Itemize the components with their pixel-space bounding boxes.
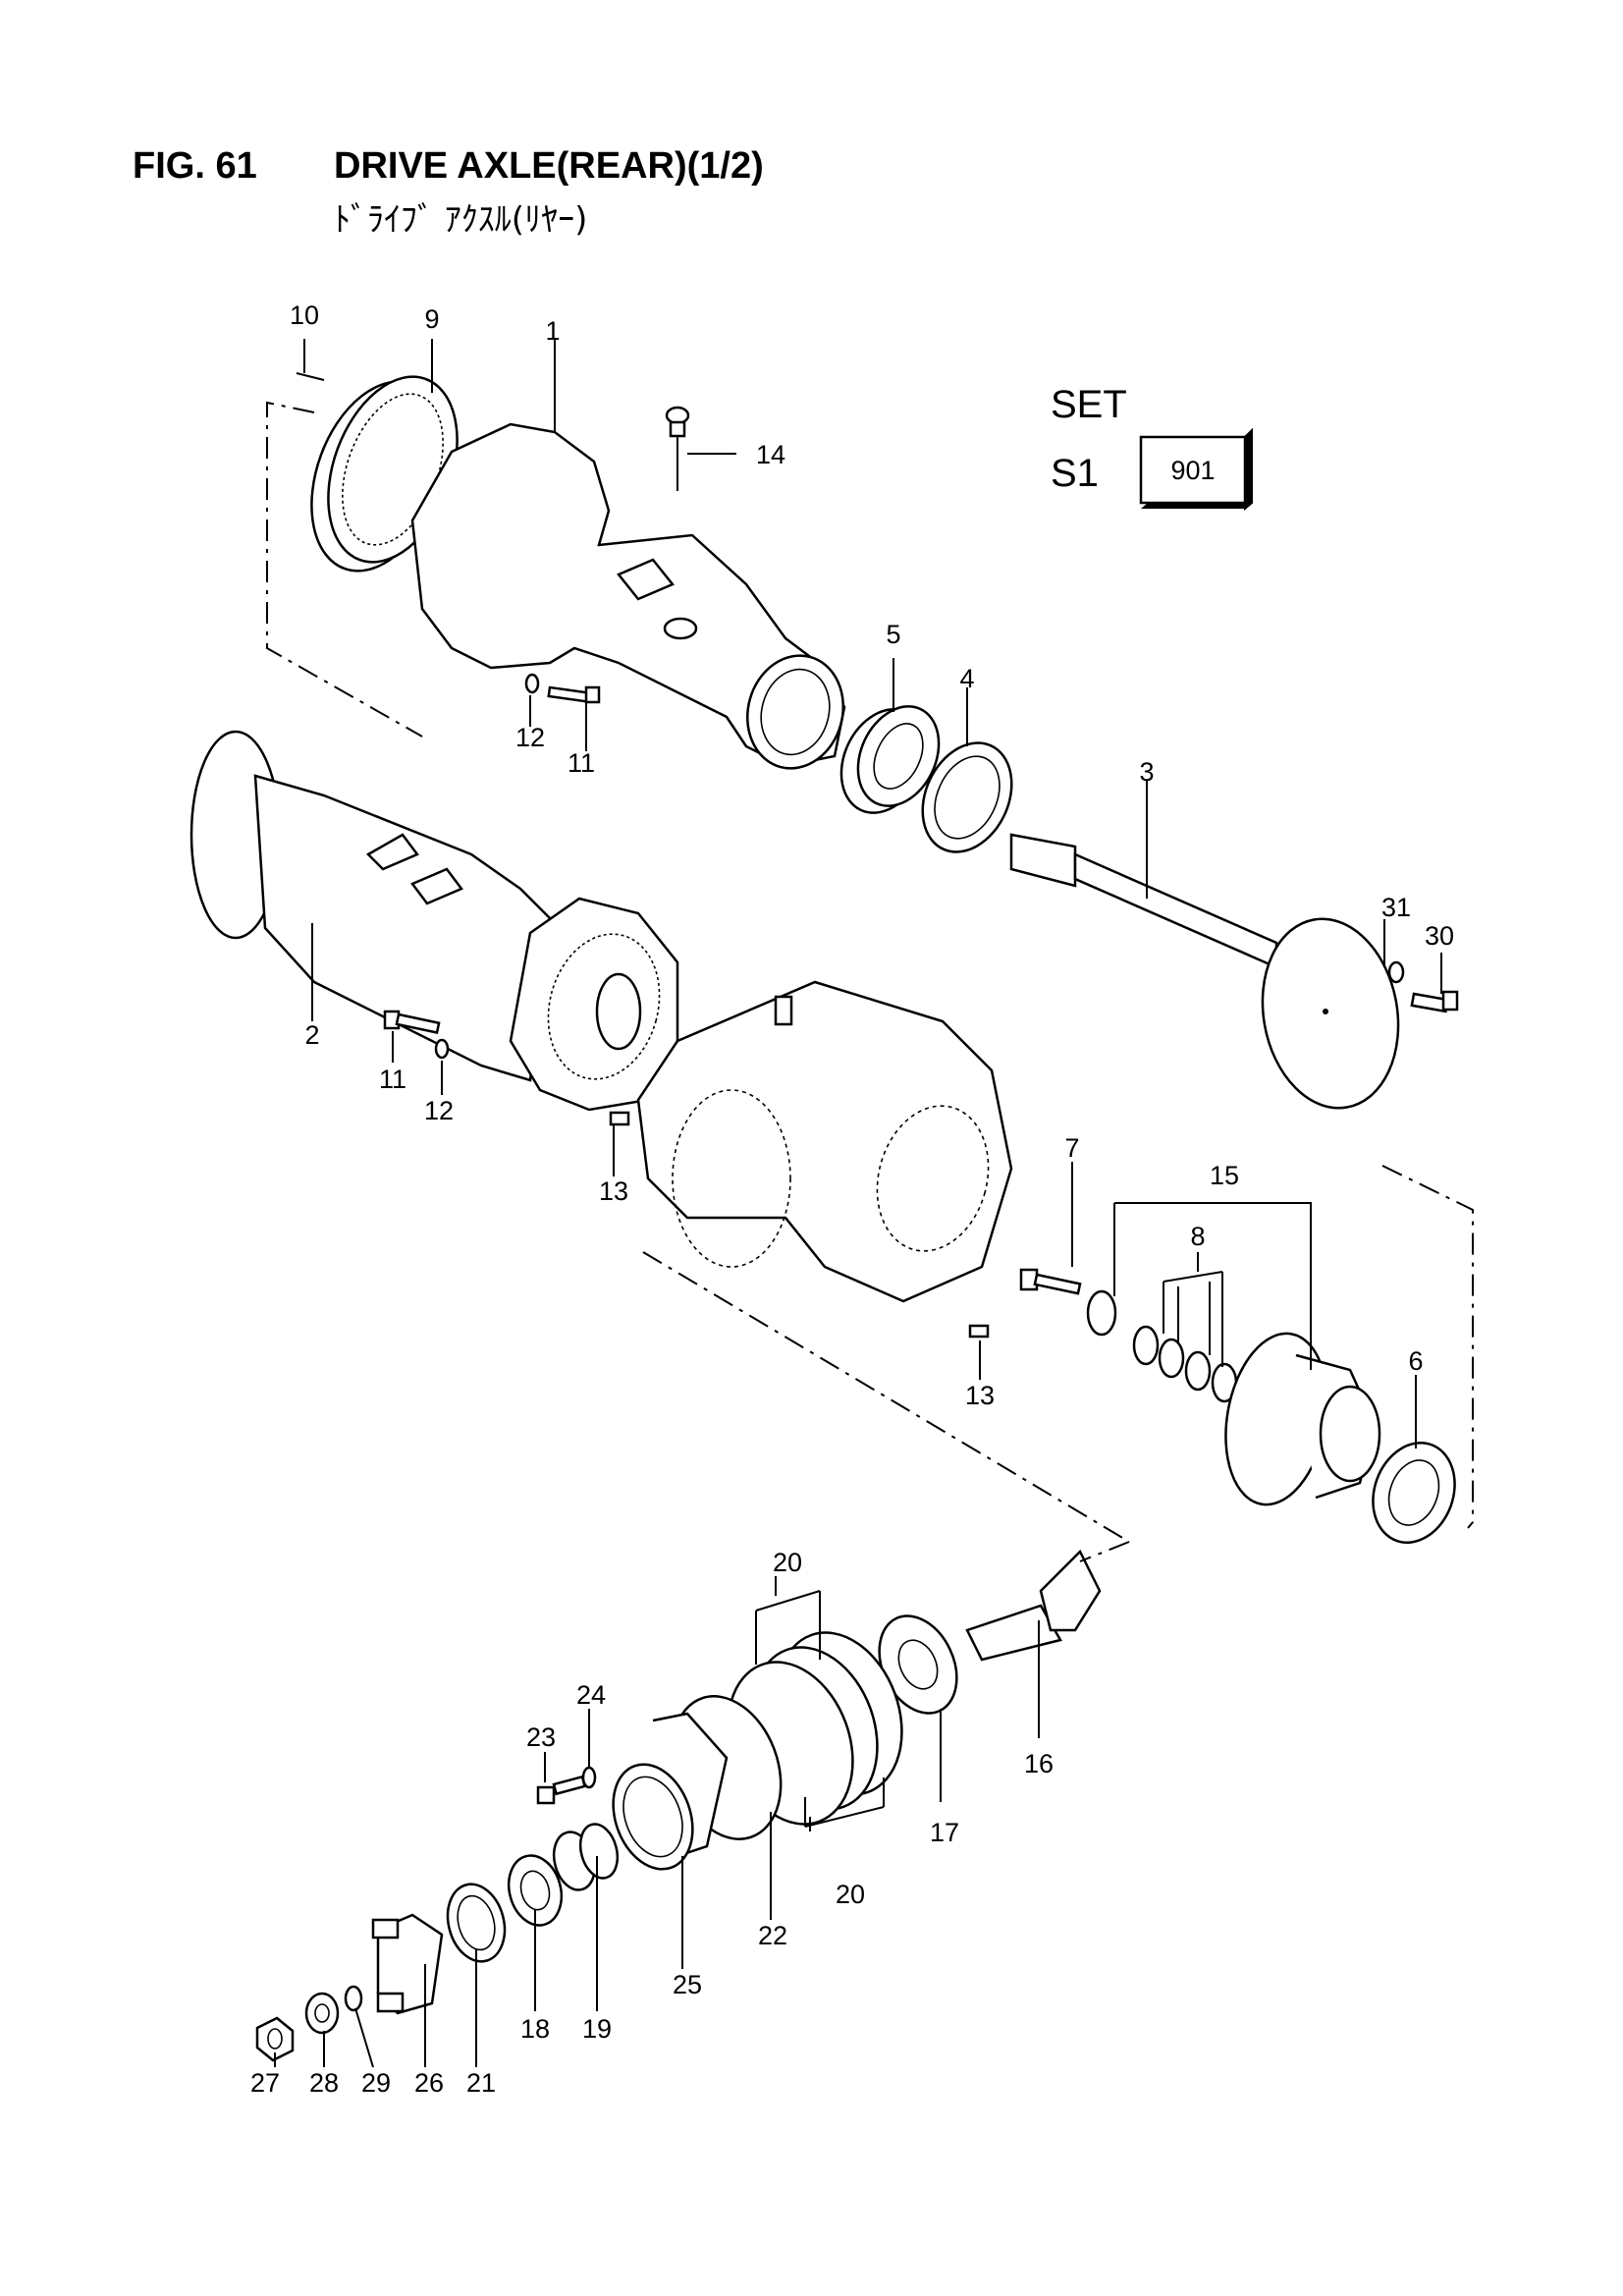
differential-case-15-part xyxy=(1224,1332,1381,1506)
bolt-7-part xyxy=(1019,1268,1082,1295)
part-label: 13 xyxy=(599,1176,628,1206)
part-label: 26 xyxy=(414,2068,444,2098)
part-label: 2 xyxy=(304,1020,319,1050)
part-label: 1 xyxy=(545,316,560,346)
cage-22-25-part xyxy=(612,1695,783,1871)
part-label: 5 xyxy=(886,620,900,649)
bearing-18-part xyxy=(507,1854,564,1927)
bolt-30-part xyxy=(1410,990,1459,1013)
bolt-washer-lower xyxy=(383,1010,450,1060)
part-label: 12 xyxy=(424,1096,454,1125)
part-label: 18 xyxy=(520,2014,550,2044)
bearing-6-part xyxy=(1372,1442,1456,1544)
part-label: 21 xyxy=(466,2068,496,2098)
part-label: 22 xyxy=(758,1921,787,1950)
axle-housing-lower-part xyxy=(189,730,679,1112)
part-label: 25 xyxy=(673,1970,702,1999)
washer-15-part xyxy=(1086,1289,1117,1337)
part-label: 14 xyxy=(756,440,785,469)
pinion-16-part xyxy=(965,1549,1102,1662)
figure-subtitle: ﾄﾞﾗｲﾌﾞ ｱｸｽﾙ(ﾘﾔｰ) xyxy=(334,200,588,240)
part-label: 6 xyxy=(1408,1346,1423,1376)
set-code: S1 xyxy=(1051,452,1099,495)
nut-27-part xyxy=(255,2016,295,2062)
part-label: 31 xyxy=(1381,893,1411,922)
part-label: 29 xyxy=(361,2068,391,2098)
part-label: 20 xyxy=(773,1548,802,1577)
set-box: SET S1 901 xyxy=(1051,383,1253,512)
part-label: 11 xyxy=(568,748,595,778)
set-label: SET xyxy=(1051,383,1127,426)
part-label: 27 xyxy=(250,2068,280,2098)
figure-number: FIG. 61 xyxy=(133,145,257,187)
seal-21-part xyxy=(446,1883,507,1963)
part-label: 28 xyxy=(309,2068,339,2098)
differential-carrier-part xyxy=(636,980,1013,1303)
part-label: 19 xyxy=(582,2014,612,2044)
part-label: 16 xyxy=(1024,1749,1054,1778)
alignment-lines xyxy=(266,401,1474,1562)
part-label: 20 xyxy=(836,1880,865,1909)
seal-4-part xyxy=(921,741,1013,853)
part-number-labels: 10 9 1 14 12 11 5 4 3 31 30 2 11 12 13 7… xyxy=(250,301,1454,2098)
part-label: 8 xyxy=(1190,1222,1205,1251)
part-label: 3 xyxy=(1139,757,1154,787)
breather-part xyxy=(665,406,690,491)
flange-yoke-26-part xyxy=(371,1913,444,2015)
part-label: 13 xyxy=(965,1381,995,1410)
o-ring-29-part xyxy=(344,1985,363,2012)
part-label: 30 xyxy=(1425,921,1454,951)
part-label: 10 xyxy=(290,301,319,330)
part-label: 12 xyxy=(515,723,545,752)
bearing-5-part xyxy=(839,705,941,814)
set-number-box xyxy=(1139,435,1247,505)
washer-bolt-upper xyxy=(524,673,601,704)
shims-20-part xyxy=(727,1631,903,1826)
axle-shaft-part xyxy=(1009,833,1400,1110)
leader-lines xyxy=(274,339,1442,2068)
washer-31-part xyxy=(1387,960,1405,984)
part-label: 17 xyxy=(930,1818,959,1847)
dowel-13-upper xyxy=(609,1111,630,1126)
shims-8-part xyxy=(1132,1325,1238,1403)
part-label: 7 xyxy=(1064,1133,1079,1163)
part-label: 15 xyxy=(1210,1161,1239,1190)
figure-title: DRIVE AXLE(REAR)(1/2) xyxy=(334,145,764,187)
dowel-13-lower xyxy=(968,1324,990,1339)
bolt-23-part xyxy=(536,1775,587,1805)
part-label: 4 xyxy=(959,664,974,693)
set-number: 901 xyxy=(1170,456,1215,485)
part-label: 24 xyxy=(576,1680,606,1710)
part-label: 11 xyxy=(379,1065,406,1094)
pin-part xyxy=(296,372,325,381)
washer-28-part xyxy=(304,1992,340,2035)
axle-housing-upper-part xyxy=(410,422,846,770)
part-label: 9 xyxy=(424,304,439,334)
part-label: 23 xyxy=(526,1722,556,1752)
spacer-19-part xyxy=(552,1823,620,1891)
washer-24-part xyxy=(581,1766,597,1789)
